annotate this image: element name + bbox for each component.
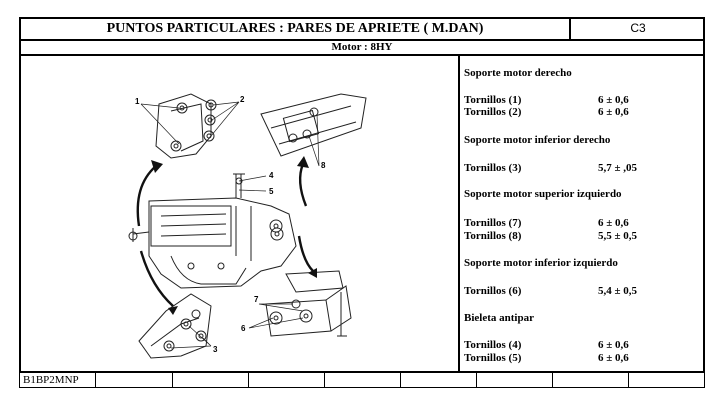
footer-cell	[96, 373, 173, 387]
page-title: PUNTOS PARTICULARES : PARES DE APRIETE (…	[106, 21, 484, 36]
bolt-label: Tornillos (7)	[464, 217, 522, 229]
callout-6: 6	[241, 324, 246, 333]
document-sheet: PUNTOS PARTICULARES : PARES DE APRIETE (…	[19, 17, 705, 373]
torque-value: 6 ± 0,6	[598, 106, 629, 118]
section-title: Soporte motor superior izquierdo	[464, 188, 622, 200]
bolt-label: Tornillos (3)	[464, 162, 522, 174]
callout-7: 7	[254, 295, 259, 304]
engine-mount-diagram: 1 2 3 4 5 6 7 8	[128, 93, 367, 359]
lower-left-mount	[248, 270, 352, 337]
footer-cell	[476, 373, 553, 387]
section-title: Bieleta antipar	[464, 312, 534, 324]
footer-cell	[552, 373, 629, 387]
section-title: Soporte motor inferior izquierdo	[464, 257, 618, 269]
bolt-label: Tornillos (6)	[464, 285, 522, 297]
engine-subtitle: Motor : 8HY	[21, 41, 703, 56]
bolt-label: Tornillos (4)	[464, 339, 522, 351]
callout-2: 2	[240, 95, 245, 104]
torque-value: 5,7 ± ,05	[598, 162, 638, 174]
bolt-label: Tornillos (2)	[464, 106, 522, 118]
left-mount-rail	[260, 93, 367, 167]
section-code: C3	[569, 19, 705, 39]
callout-8: 8	[321, 161, 326, 170]
footer-cell	[400, 373, 477, 387]
header-row: PUNTOS PARTICULARES : PARES DE APRIETE (…	[21, 19, 703, 41]
callout-3: 3	[213, 345, 218, 354]
direction-arrows	[136, 163, 314, 307]
arrow-heads	[151, 156, 317, 315]
torque-value: 5,5 ± 0,5	[598, 230, 638, 242]
bolt-label: Tornillos (8)	[464, 230, 522, 242]
bolt-label: Tornillos (1)	[464, 94, 522, 106]
bolt-label: Tornillos (5)	[464, 352, 522, 364]
torque-value: 6 ± 0,6	[598, 339, 629, 351]
engine-diagram-panel: 1 2 3 4 5 6 7 8	[21, 56, 460, 371]
engine-block	[128, 173, 297, 289]
callout-4: 4	[269, 171, 274, 180]
torque-value: 6 ± 0,6	[598, 94, 629, 106]
footer-cell	[172, 373, 249, 387]
torque-value: 5,4 ± 0,5	[598, 285, 638, 297]
footer-strip: B1BP2MNP	[19, 373, 705, 388]
torque-spec-panel: Soporte motor derecho Tornillos (1) 6 ± …	[460, 56, 703, 371]
torque-value: 6 ± 0,6	[598, 217, 629, 229]
footer-cell	[324, 373, 401, 387]
section-title: Soporte motor inferior derecho	[464, 134, 611, 146]
document-reference: B1BP2MNP	[20, 373, 96, 387]
lower-right-mount	[138, 293, 212, 359]
right-mount-bracket	[140, 93, 240, 159]
callout-5: 5	[269, 187, 274, 196]
footer-cell	[248, 373, 325, 387]
section-title: Soporte motor derecho	[464, 67, 572, 79]
callout-1: 1	[135, 97, 140, 106]
torque-value: 6 ± 0,6	[598, 352, 629, 364]
